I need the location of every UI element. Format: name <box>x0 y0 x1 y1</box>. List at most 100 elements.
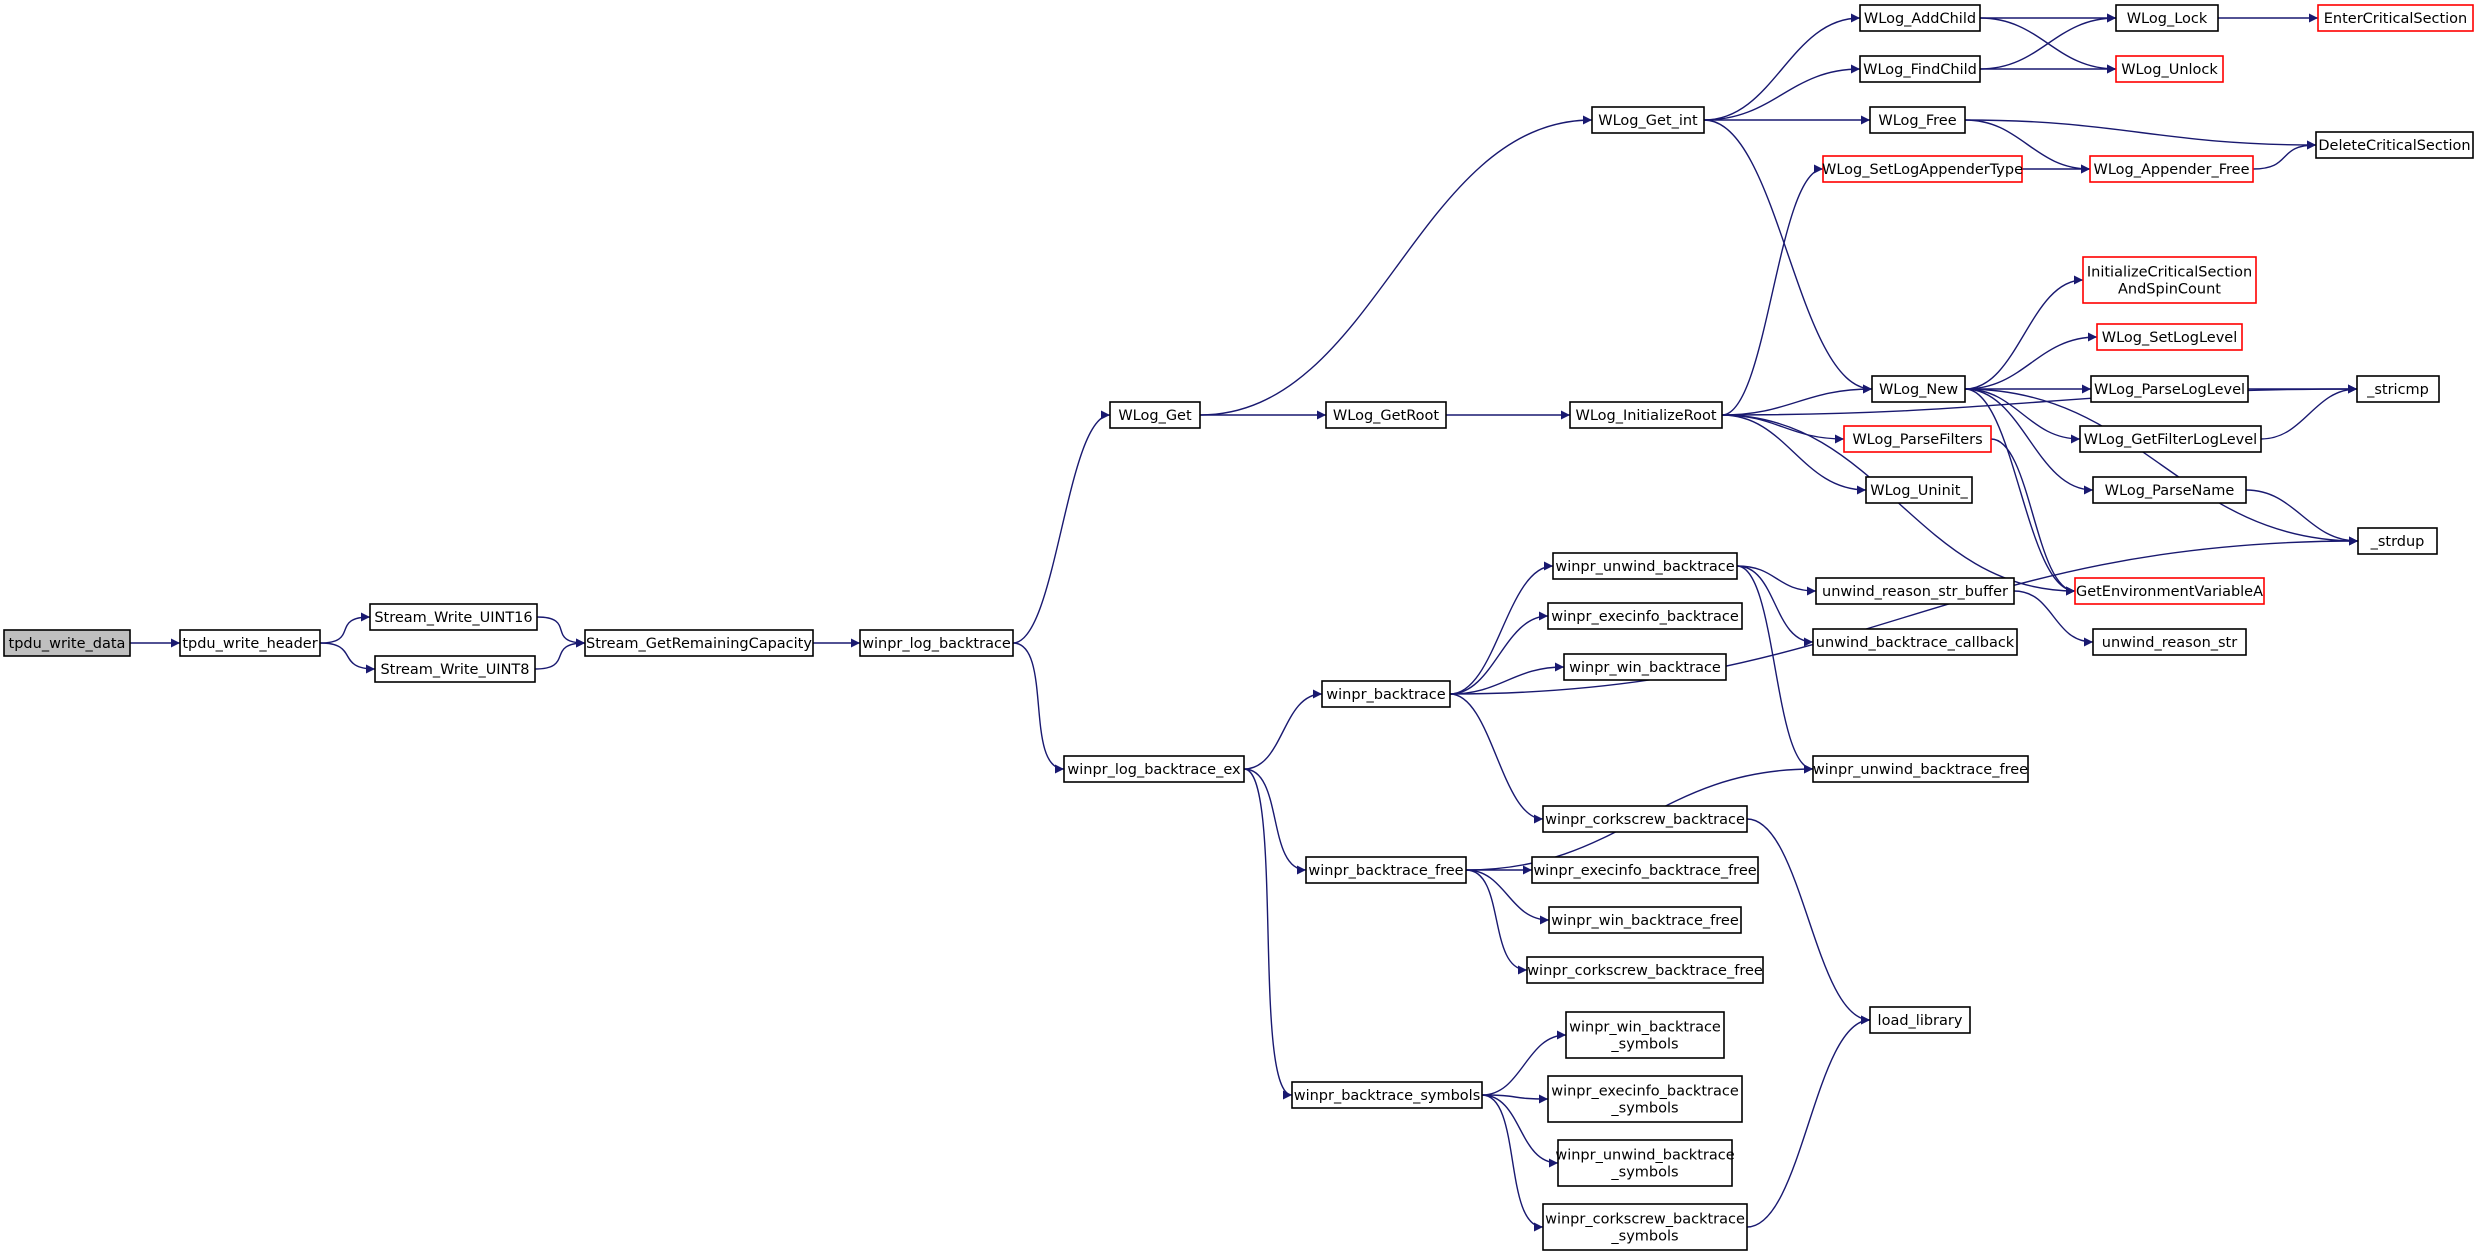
node-box-winpr-execinfo-backtrace[interactable] <box>1547 602 1743 630</box>
node-stream-getremainingcapacity[interactable]: Stream_GetRemainingCapacity <box>584 629 814 657</box>
node-wlog-new[interactable]: WLog_New <box>1871 375 1966 403</box>
node-winpr-corkscrew-backtrace-symbols[interactable]: winpr_corkscrew_backtrace_symbols <box>1542 1203 1748 1251</box>
node-box-wlog-get-int[interactable] <box>1591 106 1705 134</box>
node-winpr-backtrace[interactable]: winpr_backtrace <box>1321 680 1451 708</box>
node-load-library[interactable]: load_library <box>1869 1006 1971 1034</box>
node-box-initializecriticalsectionandspincount[interactable] <box>2082 256 2257 304</box>
node-box-wlog-get[interactable] <box>1109 401 1201 429</box>
node-wlog-addchild[interactable]: WLog_AddChild <box>1859 4 1981 32</box>
node-tpdu-write-header[interactable]: tpdu_write_header <box>179 629 321 657</box>
node-wlog-unlock[interactable]: WLog_Unlock <box>2115 55 2224 83</box>
node-box-wlog-unlock[interactable] <box>2115 55 2224 83</box>
node-box-load-library[interactable] <box>1869 1006 1971 1034</box>
node-stream-write-uint16[interactable]: Stream_Write_UINT16 <box>369 603 538 631</box>
node-box-winpr-win-backtrace-symbols[interactable] <box>1565 1011 1725 1059</box>
node-box-winpr-unwind-backtrace-symbols[interactable] <box>1557 1139 1733 1187</box>
node-box-winpr-backtrace-symbols[interactable] <box>1291 1081 1483 1109</box>
node-wlog-parsename[interactable]: WLog_ParseName <box>2092 476 2247 504</box>
node-wlog-setloglevel[interactable]: WLog_SetLogLevel <box>2096 323 2243 351</box>
node-tpdu-write-data[interactable]: tpdu_write_data <box>3 629 131 657</box>
node-box-wlog-getfilterloglevel[interactable] <box>2079 425 2262 453</box>
node-box-stricmp[interactable] <box>2356 375 2440 403</box>
node-unwind-reason-str[interactable]: unwind_reason_str <box>2092 628 2247 656</box>
node-winpr-win-backtrace-free[interactable]: winpr_win_backtrace_free <box>1548 906 1742 934</box>
node-box-wlog-appender-free[interactable] <box>2089 155 2254 183</box>
node-box-winpr-unwind-backtrace[interactable] <box>1552 552 1738 580</box>
node-wlog-parsefilters[interactable]: WLog_ParseFilters <box>1843 425 1992 453</box>
node-winpr-backtrace-symbols[interactable]: winpr_backtrace_symbols <box>1291 1081 1483 1109</box>
node-winpr-execinfo-backtrace-symbols[interactable]: winpr_execinfo_backtrace_symbols <box>1547 1075 1743 1123</box>
node-deletecriticalsection[interactable]: DeleteCriticalSection <box>2315 131 2474 159</box>
node-box-winpr-execinfo-backtrace-free[interactable] <box>1531 856 1759 884</box>
node-box-wlog-addchild[interactable] <box>1859 4 1981 32</box>
node-strdup[interactable]: _strdup <box>2357 527 2438 555</box>
node-box-winpr-execinfo-backtrace-symbols[interactable] <box>1547 1075 1743 1123</box>
node-box-winpr-win-backtrace[interactable] <box>1563 653 1727 681</box>
node-stream-write-uint8[interactable]: Stream_Write_UINT8 <box>374 655 536 683</box>
node-box-wlog-setloglevel[interactable] <box>2096 323 2243 351</box>
node-winpr-unwind-backtrace-symbols[interactable]: winpr_unwind_backtrace_symbols <box>1555 1139 1735 1187</box>
node-box-strdup[interactable] <box>2357 527 2438 555</box>
node-box-stream-write-uint8[interactable] <box>374 655 536 683</box>
node-box-unwind-backtrace-callback[interactable] <box>1812 628 2018 656</box>
node-getenvironmentvariablea[interactable]: GetEnvironmentVariableA <box>2074 577 2265 605</box>
node-winpr-log-backtrace-ex[interactable]: winpr_log_backtrace_ex <box>1063 755 1245 783</box>
node-box-winpr-backtrace-free[interactable] <box>1305 856 1467 884</box>
node-winpr-execinfo-backtrace-free[interactable]: winpr_execinfo_backtrace_free <box>1531 856 1759 884</box>
node-box-deletecriticalsection[interactable] <box>2315 131 2474 159</box>
node-box-wlog-initializeroot[interactable] <box>1569 401 1723 429</box>
node-box-wlog-parsename[interactable] <box>2092 476 2247 504</box>
node-box-winpr-log-backtrace-ex[interactable] <box>1063 755 1245 783</box>
node-unwind-backtrace-callback[interactable]: unwind_backtrace_callback <box>1812 628 2018 656</box>
node-box-wlog-free[interactable] <box>1869 106 1966 134</box>
node-wlog-get-int[interactable]: WLog_Get_int <box>1591 106 1705 134</box>
node-winpr-unwind-backtrace[interactable]: winpr_unwind_backtrace <box>1552 552 1738 580</box>
node-box-winpr-unwind-backtrace-free[interactable] <box>1812 755 2029 783</box>
node-winpr-execinfo-backtrace[interactable]: winpr_execinfo_backtrace <box>1547 602 1743 630</box>
node-winpr-log-backtrace[interactable]: winpr_log_backtrace <box>859 629 1014 657</box>
node-box-wlog-setlogappendertype[interactable] <box>1822 155 2023 183</box>
node-box-winpr-corkscrew-backtrace[interactable] <box>1542 805 1748 833</box>
node-wlog-setlogappendertype[interactable]: WLog_SetLogAppenderType <box>1822 155 2023 183</box>
node-box-unwind-reason-str-buffer[interactable] <box>1815 577 2015 605</box>
node-winpr-backtrace-free[interactable]: winpr_backtrace_free <box>1305 856 1467 884</box>
node-wlog-initializeroot[interactable]: WLog_InitializeRoot <box>1569 401 1723 429</box>
node-box-winpr-log-backtrace[interactable] <box>859 629 1014 657</box>
node-box-stream-getremainingcapacity[interactable] <box>584 629 814 657</box>
node-winpr-win-backtrace-symbols[interactable]: winpr_win_backtrace_symbols <box>1565 1011 1725 1059</box>
node-box-winpr-win-backtrace-free[interactable] <box>1548 906 1742 934</box>
node-box-wlog-findchild[interactable] <box>1859 55 1981 83</box>
node-box-wlog-parsefilters[interactable] <box>1843 425 1992 453</box>
node-box-entercriticalsection[interactable] <box>2317 4 2474 32</box>
node-box-winpr-backtrace[interactable] <box>1321 680 1451 708</box>
node-box-tpdu-write-data[interactable] <box>3 629 131 657</box>
node-box-unwind-reason-str[interactable] <box>2092 628 2247 656</box>
node-box-getenvironmentvariablea[interactable] <box>2074 577 2265 605</box>
node-box-tpdu-write-header[interactable] <box>179 629 321 657</box>
node-stricmp[interactable]: _stricmp <box>2356 375 2440 403</box>
node-box-wlog-getroot[interactable] <box>1325 401 1447 429</box>
node-wlog-appender-free[interactable]: WLog_Appender_Free <box>2089 155 2254 183</box>
node-wlog-uninit[interactable]: WLog_Uninit_ <box>1865 476 1973 504</box>
node-wlog-getfilterloglevel[interactable]: WLog_GetFilterLogLevel <box>2079 425 2262 453</box>
node-box-stream-write-uint16[interactable] <box>369 603 538 631</box>
node-box-wlog-uninit[interactable] <box>1865 476 1973 504</box>
node-winpr-win-backtrace[interactable]: winpr_win_backtrace <box>1563 653 1727 681</box>
node-wlog-getroot[interactable]: WLog_GetRoot <box>1325 401 1447 429</box>
node-box-wlog-new[interactable] <box>1871 375 1966 403</box>
node-wlog-parseloglevel[interactable]: WLog_ParseLogLevel <box>2090 375 2249 403</box>
node-wlog-free[interactable]: WLog_Free <box>1869 106 1966 134</box>
node-wlog-findchild[interactable]: WLog_FindChild <box>1859 55 1981 83</box>
node-winpr-unwind-backtrace-free[interactable]: winpr_unwind_backtrace_free <box>1812 755 2029 783</box>
node-box-winpr-corkscrew-backtrace-symbols[interactable] <box>1542 1203 1748 1251</box>
node-winpr-corkscrew-backtrace-free[interactable]: winpr_corkscrew_backtrace_free <box>1526 956 1764 984</box>
node-box-wlog-parseloglevel[interactable] <box>2090 375 2249 403</box>
node-winpr-corkscrew-backtrace[interactable]: winpr_corkscrew_backtrace <box>1542 805 1748 833</box>
node-unwind-reason-str-buffer[interactable]: unwind_reason_str_buffer <box>1815 577 2015 605</box>
node-wlog-lock[interactable]: WLog_Lock <box>2115 4 2219 32</box>
node-wlog-get[interactable]: WLog_Get <box>1109 401 1201 429</box>
node-box-winpr-corkscrew-backtrace-free[interactable] <box>1526 956 1764 984</box>
node-box-wlog-lock[interactable] <box>2115 4 2219 32</box>
node-entercriticalsection[interactable]: EnterCriticalSection <box>2317 4 2474 32</box>
